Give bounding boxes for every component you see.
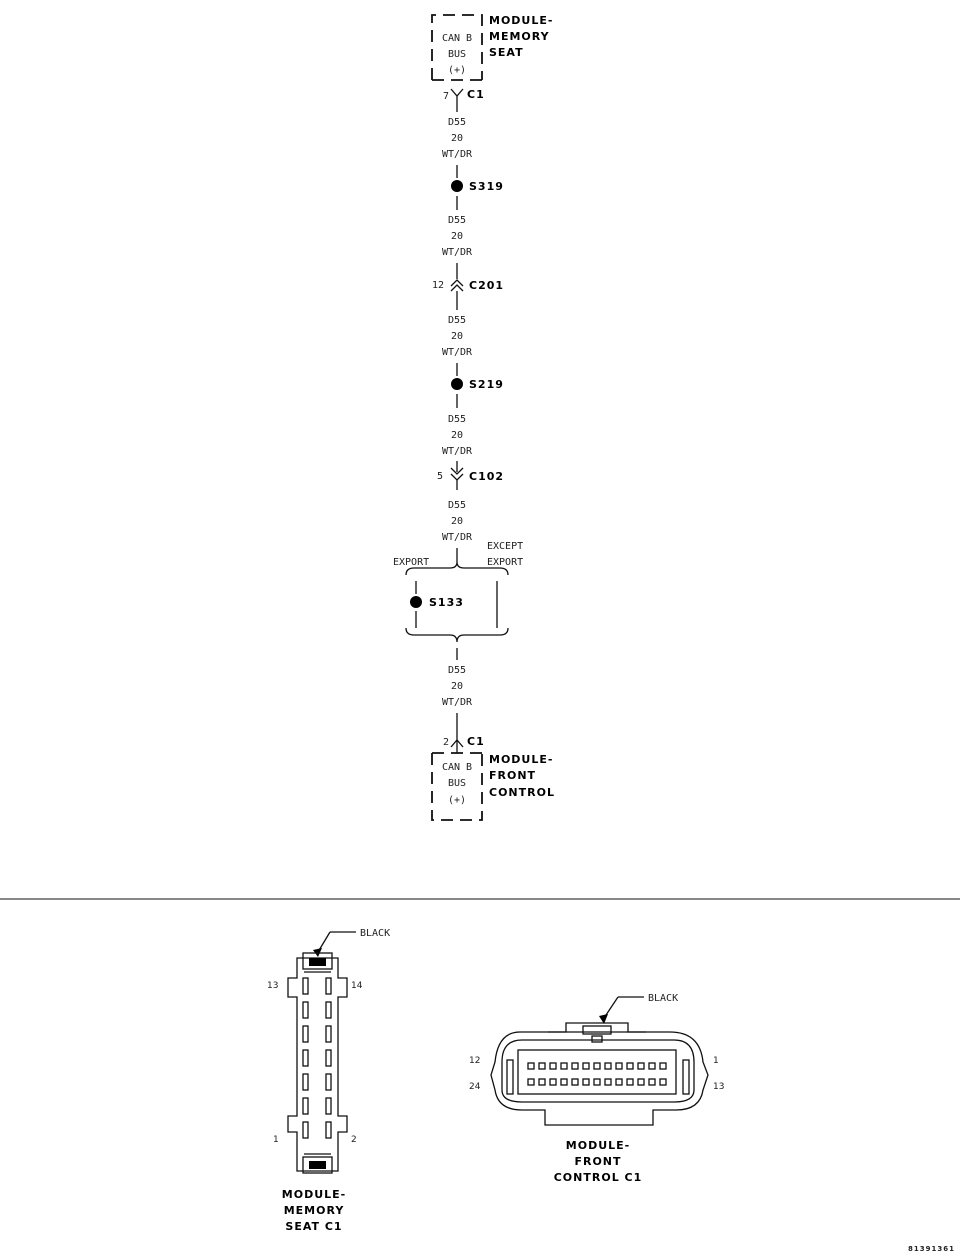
module-name-line2: FRONT [489, 769, 536, 782]
inline-connector-label: C201 [469, 279, 504, 292]
wire-color: WT/DR [442, 532, 473, 543]
wire-color: WT/DR [442, 446, 473, 457]
circuit-label-line2: BUS [448, 778, 466, 789]
front-control-c1-connector: BLACK [469, 993, 724, 1184]
module-name-line2: MEMORY [489, 30, 550, 43]
top-pin-number: 7 [443, 91, 449, 102]
branch-left-label: EXPORT [393, 557, 429, 568]
figure-id: 81391361 [908, 1245, 955, 1253]
splice-label: S319 [469, 180, 504, 193]
module-memory-seat: CAN B BUS (+) MODULE- MEMORY SEAT [431, 14, 553, 81]
wire-circuit: D55 [448, 665, 466, 676]
cavity-grid [302, 977, 332, 1139]
connector-caption-line3: CONTROL C1 [554, 1171, 643, 1184]
connector-caption-line1: MODULE- [566, 1139, 630, 1152]
cavity-row-bottom [527, 1078, 667, 1086]
module-name-line3: CONTROL [489, 786, 555, 799]
connector-caption-line2: MEMORY [284, 1204, 345, 1217]
circuit-label-line3: (+) [448, 65, 466, 76]
wire-segment: D55 20 WT/DR [442, 104, 473, 178]
wire-circuit: D55 [448, 500, 466, 511]
wire-circuit: D55 [448, 414, 466, 425]
top-connector-label: C1 [467, 88, 485, 101]
pin-label-24: 24 [469, 1082, 481, 1092]
connector-caption-line3: SEAT C1 [285, 1220, 342, 1233]
pin-label-1: 1 [713, 1056, 719, 1066]
wire-segment: D55 20 WT/DR [442, 500, 473, 562]
wire-gauge: 20 [451, 331, 463, 342]
module-name-line1: MODULE- [489, 14, 553, 27]
wire-circuit: D55 [448, 117, 466, 128]
wire-color: WT/DR [442, 697, 473, 708]
memory-seat-c1-connector: BLACK 13 14 1 2 M [267, 928, 390, 1233]
connector-color-label: BLACK [648, 993, 678, 1004]
pin-label-2: 2 [351, 1135, 357, 1145]
option-branch: EXPORT EXCEPT EXPORT S133 [393, 541, 523, 643]
wire-segment: D55 20 WT/DR [442, 315, 473, 376]
pin-label-12: 12 [469, 1056, 480, 1066]
connector-caption-line1: MODULE- [282, 1188, 346, 1201]
wire-gauge: 20 [451, 516, 463, 527]
module-name-line1: MODULE- [489, 753, 553, 766]
splice-label: S133 [429, 596, 464, 609]
wire-gauge: 20 [451, 133, 463, 144]
splice-label: S219 [469, 378, 504, 391]
pin-label-1: 1 [273, 1135, 279, 1145]
wire-gauge: 20 [451, 430, 463, 441]
connector-color-label: BLACK [360, 928, 390, 939]
module-front-control: CAN B BUS (+) MODULE- FRONT CONTROL [431, 752, 555, 821]
connector-caption-line2: FRONT [574, 1155, 621, 1168]
wire-segment: D55 20 WT/DR [442, 196, 473, 279]
wire-gauge: 20 [451, 681, 463, 692]
bottom-connector-c1: 2 C1 [443, 735, 485, 753]
wire-color: WT/DR [442, 347, 473, 358]
branch-right-label-line1: EXCEPT [487, 541, 523, 552]
cavity-row-top [527, 1062, 667, 1070]
wire-circuit: D55 [448, 315, 466, 326]
module-name-line3: SEAT [489, 46, 524, 59]
inline-pin-number: 5 [437, 471, 443, 482]
inline-connector-c201: 12 C201 [432, 279, 504, 310]
wire-gauge: 20 [451, 231, 463, 242]
inline-pin-number: 12 [432, 280, 444, 291]
pin-label-13: 13 [267, 981, 278, 991]
pin-label-14: 14 [351, 981, 363, 991]
wire-segment: D55 20 WT/DR [442, 394, 473, 472]
top-connector-c1: 7 C1 [443, 88, 485, 104]
circuit-label-line2: BUS [448, 49, 466, 60]
bottom-pin-number: 2 [443, 737, 449, 748]
bottom-connector-label: C1 [467, 735, 485, 748]
pin-label-13: 13 [713, 1082, 724, 1092]
circuit-label-line1: CAN B [442, 33, 472, 44]
inline-connector-label: C102 [469, 470, 504, 483]
wire-color: WT/DR [442, 149, 473, 160]
wire-segment: D55 20 WT/DR [442, 648, 473, 740]
circuit-label-line3: (+) [448, 795, 466, 806]
wire-color: WT/DR [442, 247, 473, 258]
inline-connector-c102: 5 C102 [437, 467, 504, 490]
circuit-label-line1: CAN B [442, 762, 472, 773]
splice-s319: S319 [451, 180, 504, 193]
splice-s133-dot [410, 596, 422, 608]
branch-right-label-line2: EXPORT [487, 557, 523, 568]
splice-s219: S219 [451, 378, 504, 391]
wire-circuit: D55 [448, 215, 466, 226]
